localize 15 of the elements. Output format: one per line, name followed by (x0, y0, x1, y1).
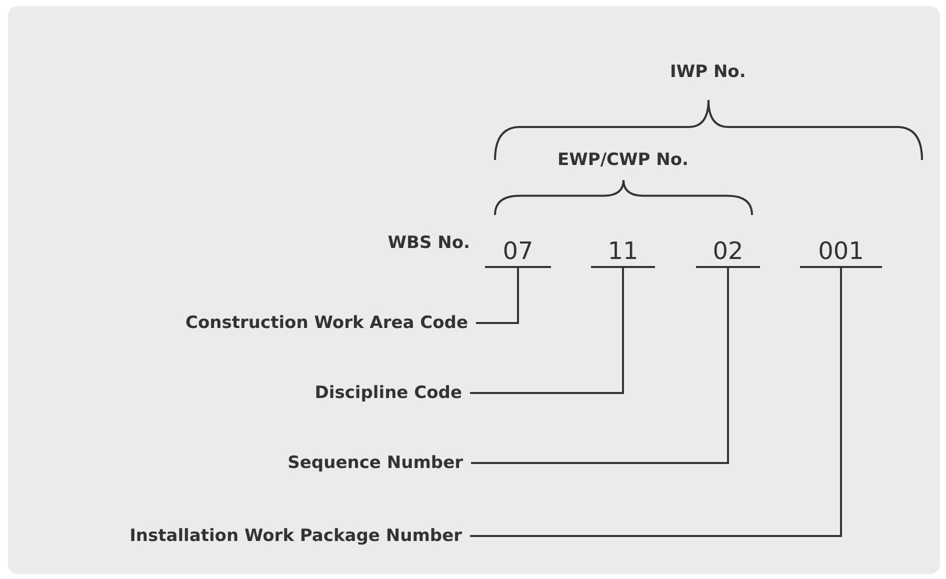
row-label: WBS No. (388, 232, 470, 254)
leader-line (476, 268, 519, 324)
leader-line (470, 268, 624, 394)
bracket-label: IWP No. (670, 61, 746, 83)
code-digits: 001 (800, 236, 882, 268)
code-digits: 02 (696, 236, 760, 268)
field-label: Installation Work Package Number (130, 525, 462, 547)
field-label: Construction Work Area Code (186, 312, 468, 334)
leader-line (471, 268, 729, 464)
bracket-label: EWP/CWP No. (558, 149, 689, 171)
code-digits: 07 (485, 236, 551, 268)
field-label: Sequence Number (288, 452, 463, 474)
code-digits: 11 (591, 236, 655, 268)
leader-line (470, 268, 842, 537)
field-label: Discipline Code (314, 382, 462, 404)
